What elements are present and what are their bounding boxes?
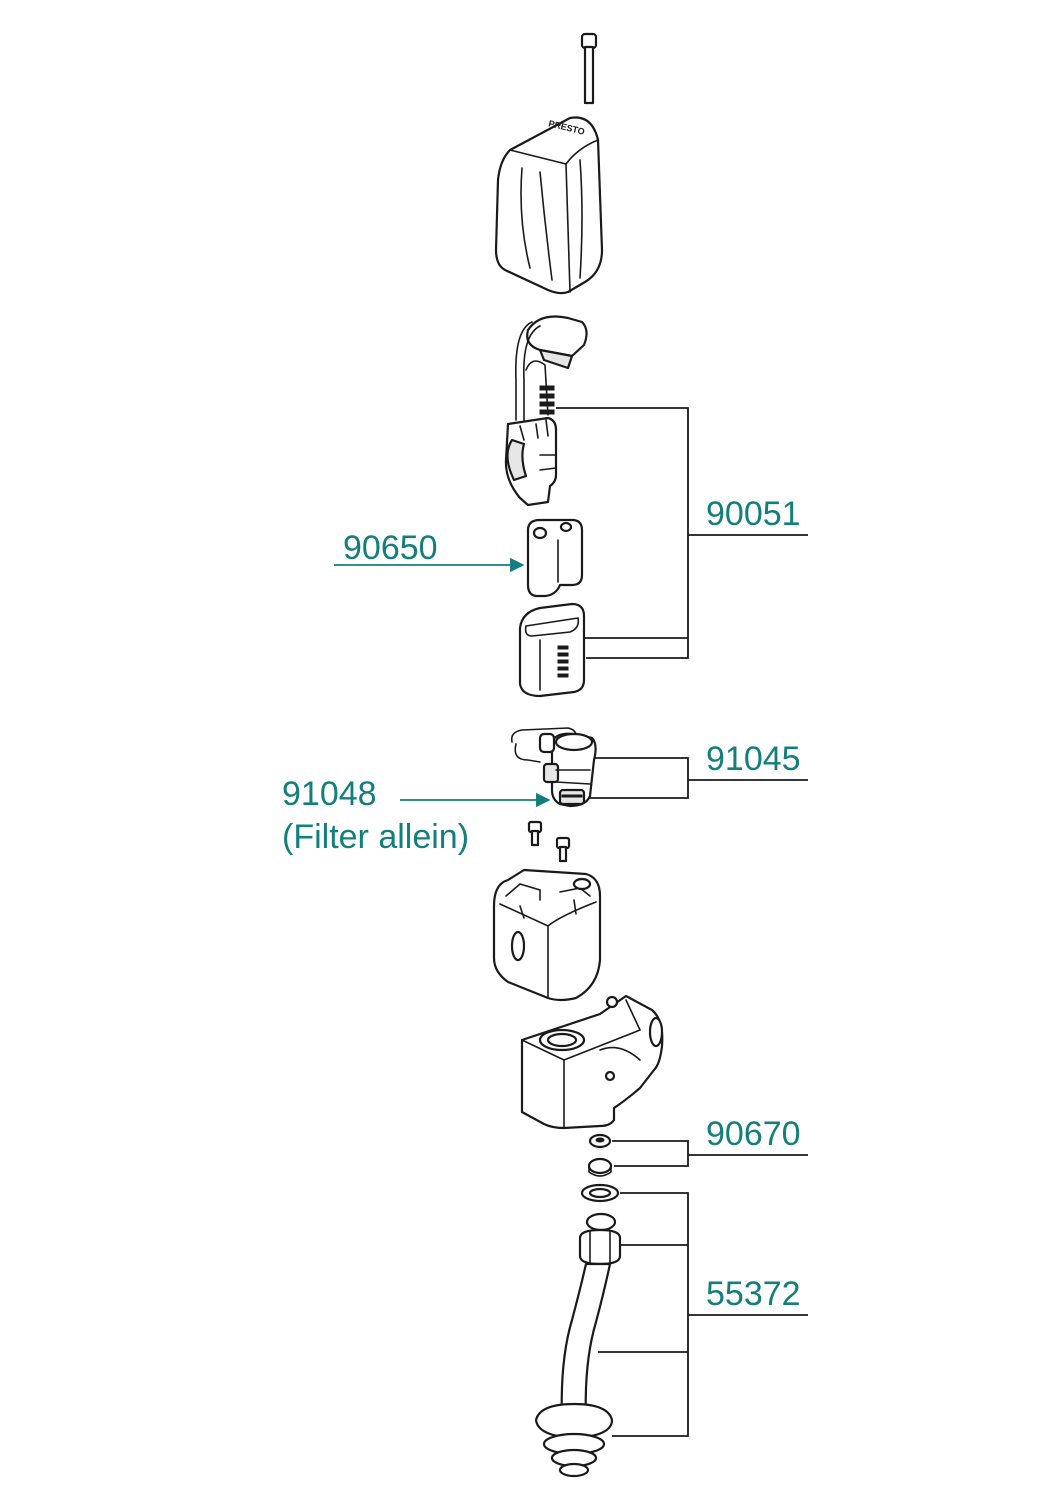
small-screws [527, 820, 571, 863]
label-91048: 91048 [282, 775, 377, 813]
top-screw [580, 32, 598, 105]
leader-55372 [598, 1192, 808, 1437]
valve-cartridge [510, 727, 597, 808]
label-90051: 90051 [706, 495, 801, 533]
sensor-module [504, 315, 588, 507]
label-91045: 91045 [706, 740, 801, 778]
leader-90670 [612, 1140, 808, 1167]
label-90650: 90650 [343, 529, 438, 567]
leader-90051 [556, 407, 808, 659]
body-block [520, 994, 664, 1130]
battery-case [518, 602, 586, 698]
housing-cup [492, 868, 602, 1002]
label-91048-note: (Filter allein) [282, 818, 469, 856]
battery-90650 [526, 518, 584, 598]
label-55372: 55372 [706, 1275, 801, 1313]
inlet-tube-55372 [534, 1183, 622, 1478]
seals-90670 [587, 1133, 613, 1177]
label-90670: 90670 [706, 1115, 801, 1153]
cover-hood: PRESTO [494, 116, 604, 295]
leader-91045 [590, 757, 808, 799]
